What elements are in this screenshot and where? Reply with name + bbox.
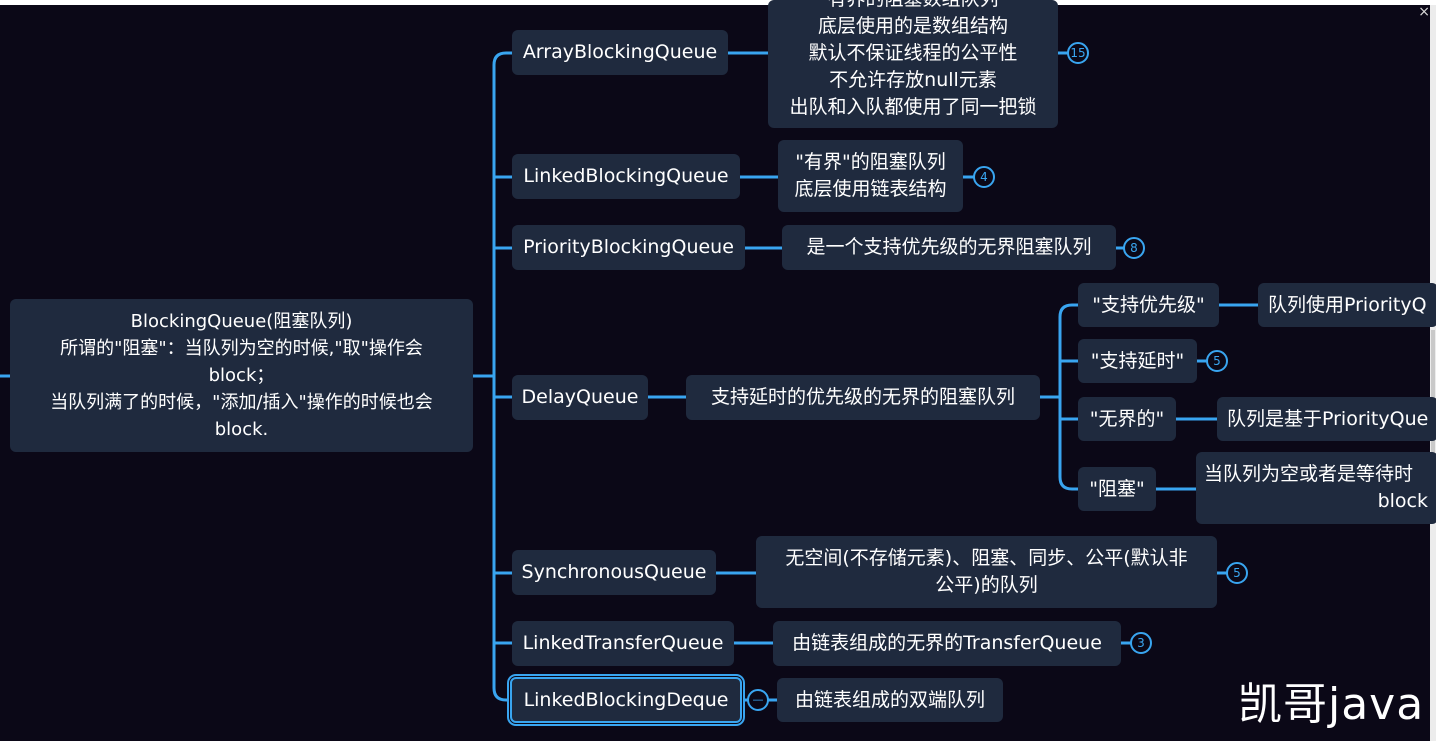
- node-linkedblockingqueue[interactable]: LinkedBlockingQueue: [512, 154, 740, 199]
- collapsed-count-badge[interactable]: 5: [1226, 562, 1248, 584]
- root-desc-line: block；: [208, 365, 275, 386]
- detail-line: 底层使用的是数组结构: [817, 15, 1008, 37]
- node-arrayblockingqueue[interactable]: ArrayBlockingQueue: [512, 30, 728, 75]
- collapse-toggle-icon[interactable]: —: [747, 689, 769, 711]
- node-delay-delayed[interactable]: "支持延时": [1078, 339, 1197, 383]
- node-label: "无界的": [1089, 407, 1165, 430]
- detail-line: 是一个支持优先级的无界阻塞队列: [806, 236, 1092, 258]
- root-title: BlockingQueue(阻塞队列): [130, 311, 353, 332]
- node-label: "支持延时": [1090, 349, 1185, 372]
- node-linkedtransferqueue[interactable]: LinkedTransferQueue: [512, 621, 734, 666]
- detail-line: 默认不保证线程的公平性: [808, 42, 1018, 64]
- node-delay-unbounded-detail[interactable]: 队列是基于PriorityQue: [1217, 397, 1436, 441]
- root-desc-line: 所谓的"阻塞"：当队列为空的时候,"取"操作会: [60, 338, 423, 359]
- detail-line: 由链表组成的双端队列: [794, 688, 985, 711]
- detail-line: "有界"的阻塞队列: [795, 151, 946, 173]
- detail-line: 出队和入队都使用了同一把锁: [789, 96, 1037, 118]
- root-node-blockingqueue[interactable]: BlockingQueue(阻塞队列) 所谓的"阻塞"：当队列为空的时候,"取"…: [10, 299, 473, 452]
- collapsed-count-badge[interactable]: 3: [1130, 632, 1152, 654]
- node-delay-blocking-detail[interactable]: 当队列为空或者是等待时 block: [1196, 452, 1436, 524]
- detail-line: 当队列为空或者是等待时: [1204, 463, 1414, 485]
- node-delay-priority-detail[interactable]: 队列使用PriorityQ: [1258, 283, 1436, 327]
- node-synchronousqueue-detail[interactable]: 无空间(不存储元素)、阻塞、同步、公平(默认非 公平)的队列: [756, 536, 1217, 608]
- collapsed-count-badge[interactable]: 15: [1067, 42, 1089, 64]
- detail-line: 无空间(不存储元素)、阻塞、同步、公平(默认非: [785, 547, 1188, 569]
- detail-line: block: [1377, 490, 1428, 512]
- detail-line: 队列使用PriorityQ: [1268, 293, 1427, 316]
- window-top-bar: [0, 0, 1436, 5]
- node-delay-blocking[interactable]: "阻塞": [1078, 467, 1156, 511]
- detail-line: 有界的阻塞数组队列: [827, 0, 998, 13]
- node-label: DelayQueue: [521, 386, 639, 408]
- watermark-text: 凯哥java: [1238, 679, 1425, 730]
- node-delay-priority[interactable]: "支持优先级": [1078, 283, 1219, 327]
- detail-line: 由链表组成的无界的TransferQueue: [792, 632, 1102, 654]
- collapsed-count-badge[interactable]: 4: [973, 166, 995, 188]
- node-linkedblockingdeque-detail[interactable]: 由链表组成的双端队列: [777, 678, 1003, 722]
- node-label: ArrayBlockingQueue: [522, 41, 718, 63]
- detail-line: 公平)的队列: [935, 574, 1038, 596]
- node-delay-unbounded[interactable]: "无界的": [1078, 397, 1176, 441]
- node-label: LinkedTransferQueue: [522, 632, 724, 654]
- node-label: "阻塞": [1089, 477, 1145, 500]
- detail-line: 不允许存放null元素: [829, 69, 997, 91]
- node-synchronousqueue[interactable]: SynchronousQueue: [512, 550, 716, 595]
- detail-line: 支持延时的优先级的无界的阻塞队列: [710, 386, 1015, 408]
- node-delayqueue-detail[interactable]: 支持延时的优先级的无界的阻塞队列: [686, 375, 1040, 420]
- node-arrayblockingqueue-details[interactable]: 有界的阻塞数组队列 底层使用的是数组结构 默认不保证线程的公平性 不允许存放nu…: [768, 0, 1058, 128]
- node-label: LinkedBlockingQueue: [523, 165, 729, 187]
- node-priorityblockingqueue[interactable]: PriorityBlockingQueue: [512, 225, 745, 270]
- detail-line: 队列是基于PriorityQue: [1227, 407, 1429, 430]
- close-icon[interactable]: ×: [1418, 4, 1430, 20]
- collapsed-count-badge[interactable]: 8: [1123, 237, 1145, 259]
- node-linkedtransferqueue-detail[interactable]: 由链表组成的无界的TransferQueue: [773, 621, 1121, 666]
- node-label: PriorityBlockingQueue: [523, 236, 734, 258]
- node-label: SynchronousQueue: [521, 561, 707, 583]
- detail-line: 底层使用链表结构: [794, 178, 947, 200]
- node-label: LinkedBlockingDeque: [523, 688, 729, 711]
- root-desc-line: block.: [214, 419, 269, 440]
- collapsed-count-badge[interactable]: 5: [1206, 350, 1228, 372]
- node-linkedblockingdeque[interactable]: LinkedBlockingDeque: [510, 677, 742, 723]
- node-delayqueue[interactable]: DelayQueue: [512, 375, 648, 420]
- node-priorityblockingqueue-detail[interactable]: 是一个支持优先级的无界阻塞队列: [782, 225, 1116, 270]
- node-linkedblockingqueue-details[interactable]: "有界"的阻塞队列 底层使用链表结构: [778, 140, 963, 212]
- root-desc-line: 当队列满了的时候，"添加/插入"操作的时候也会: [50, 392, 433, 413]
- node-label: "支持优先级": [1092, 293, 1205, 316]
